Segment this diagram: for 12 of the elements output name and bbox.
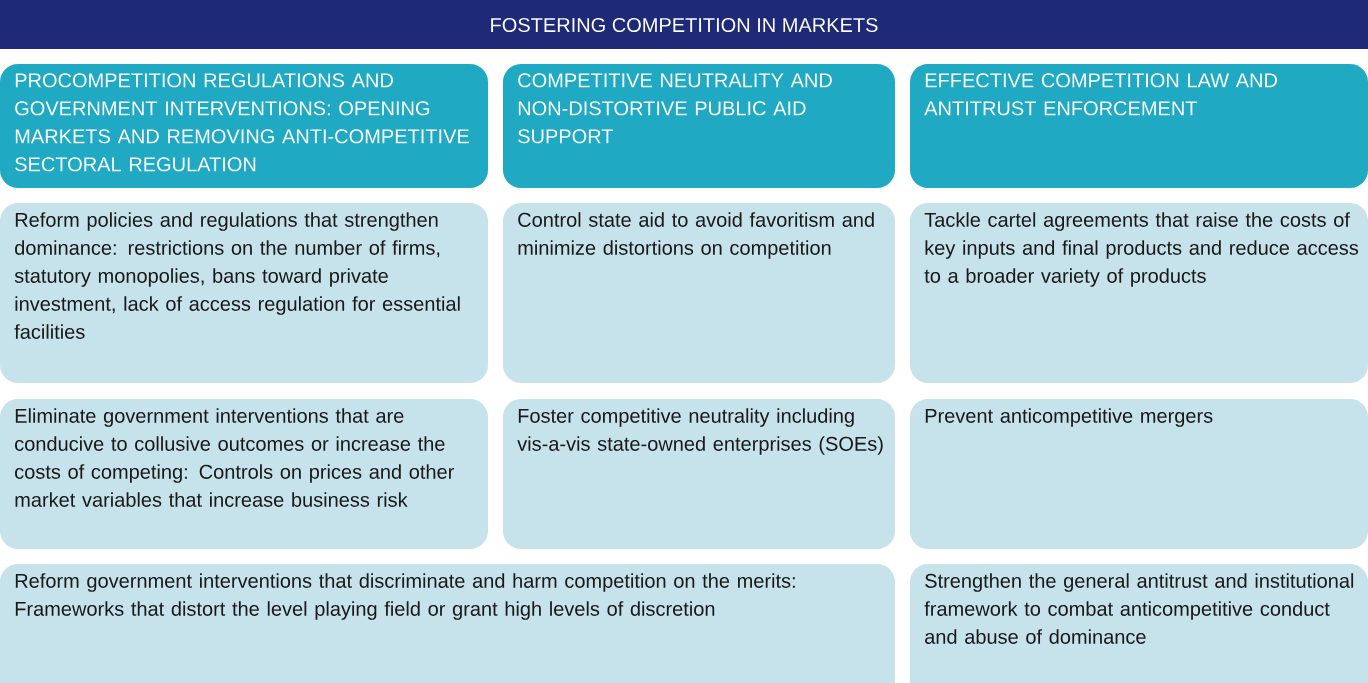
text-box: Reform government interventions that discriminate and harm competition on the merits: Frameworks that distort the level playing field or grant high levels of discretion [0, 564, 895, 683]
title-band: FOSTERING COMPETITION IN MARKETS [0, 0, 1368, 49]
text-box: Reform policies and regulations that strengthen dominance: restrictions on the number of firms, statutory monopolies, bans toward private investment, lack of access regulation for essential facilities [0, 203, 488, 383]
header-box: COMPETITIVE NEUTRALITY AND NON-DISTORTIVE PUBLIC AID SUPPORT [503, 64, 895, 188]
text-box: Control state aid to avoid favoritism and minimize distortions on competition [503, 203, 895, 383]
text-box: Foster competitive neutrality including vis-a-vis state-owned enterprises (SOEs) [503, 399, 895, 549]
text-box: Prevent anticompetitive mergers [910, 399, 1368, 549]
text-box: Tackle cartel agreements that raise the costs of key inputs and final products and reduce access to a broader variety of products [910, 203, 1368, 383]
text-box: Strengthen the general antitrust and institutional framework to combat anticompetitive conduct and abuse of dominance [910, 564, 1368, 683]
text-box: Eliminate government interventions that are conducive to collusive outcomes or increase the costs of competing: Controls on prices and other market variables that increase business risk [0, 399, 488, 549]
header-box: PROCOMPETITION REGULATIONS AND GOVERNMENT INTERVENTIONS: OPENING MARKETS AND REMOVING ANTI-COMPETITIVE SECTORAL REGULATION [0, 64, 488, 188]
header-box: EFFECTIVE COMPETITION LAW AND ANTITRUST ENFORCEMENT [910, 64, 1368, 188]
